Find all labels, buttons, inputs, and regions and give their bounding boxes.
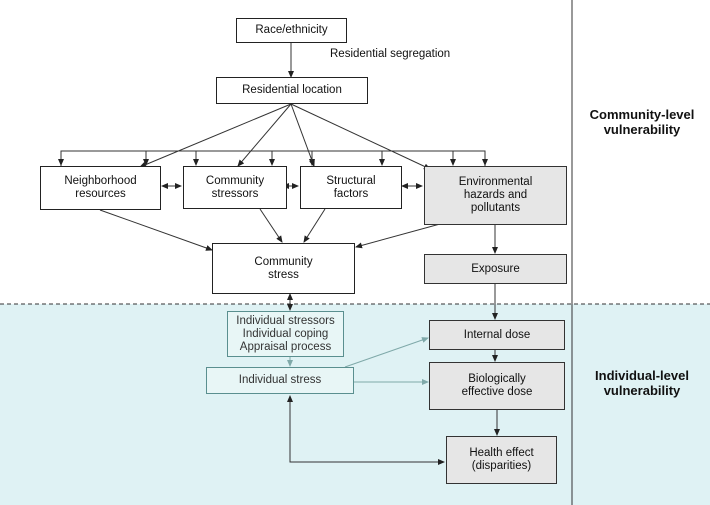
node-neighborhood-line-1: Neighborhood — [64, 175, 137, 187]
node-biologically-effective-dose: Biologically effective dose — [429, 362, 565, 410]
node-race-ethnicity: Race/ethnicity — [236, 18, 347, 43]
node-individual-factors: Individual stressors Individual coping A… — [227, 311, 344, 357]
edge-label-residential-segregation: Residential segregation — [330, 48, 451, 60]
node-community-stress: Community stress — [212, 243, 355, 294]
node-env-line-2: hazards and — [463, 189, 528, 201]
node-neighborhood-resources: Neighborhood resources — [40, 166, 161, 210]
arrow-istress-to-internal — [344, 337, 429, 368]
node-community-stressors: Community stressors — [183, 166, 287, 209]
node-individual-factors-line-1: Individual stressors — [236, 314, 335, 327]
individual-level-line-2: vulnerability — [603, 383, 681, 398]
node-community-stressors-line-2: stressors — [211, 187, 259, 200]
node-community-stress-line-1: Community — [254, 255, 313, 268]
node-health-effect-line-1: Health effect — [469, 447, 534, 459]
node-internal-dose: Internal dose — [429, 320, 565, 350]
node-race-ethnicity-label: Race/ethnicity — [255, 24, 328, 36]
node-neighborhood-line-2: resources — [75, 188, 126, 200]
node-residential-location-label: Residential location — [242, 84, 342, 96]
node-structural-line-1: Structural — [326, 174, 376, 187]
node-bio-dose-line-1: Biologically — [468, 373, 526, 385]
node-structural-factors: Structural factors — [300, 166, 402, 209]
node-env-line-3: pollutants — [470, 202, 521, 214]
individual-level-line-1: Individual-level — [595, 368, 689, 383]
arrow-location-to-neighborhood — [139, 103, 292, 168]
bracket-connector — [60, 150, 486, 166]
arrow-neighborhood-to-cstress — [99, 209, 213, 251]
node-individual-factors-line-2: Individual coping — [242, 327, 329, 340]
individual-level-region — [0, 304, 710, 505]
node-internal-dose-label: Internal dose — [463, 328, 531, 341]
node-individual-stress: Individual stress — [206, 367, 354, 394]
node-bio-dose-line-2: effective dose — [461, 386, 533, 398]
individual-level-vulnerability-label: Individual-level vulnerability — [578, 368, 706, 398]
arrow-env-to-cstress — [355, 223, 441, 249]
arrow-location-to-structural — [290, 103, 315, 167]
node-exposure-label: Exposure — [471, 262, 520, 275]
arrow-stressors-to-cstress — [259, 208, 283, 243]
node-residential-location: Residential location — [216, 77, 368, 104]
node-health-effect-line-2: (disparities) — [471, 460, 532, 472]
node-individual-factors-line-3: Appraisal process — [239, 340, 332, 353]
node-exposure: Exposure — [424, 254, 567, 284]
node-structural-line-2: factors — [333, 187, 369, 200]
node-environmental-hazards: Environmental hazards and pollutants — [424, 166, 567, 225]
arrow-location-to-stressors — [237, 103, 292, 167]
node-individual-stress-label: Individual stress — [238, 374, 322, 386]
arrow-location-to-env — [290, 103, 431, 170]
node-env-line-1: Environmental — [458, 176, 533, 188]
community-level-line-1: Community-level — [589, 107, 695, 122]
arrow-structural-to-cstress — [303, 208, 326, 243]
community-level-vulnerability-label: Community-level vulnerability — [578, 107, 706, 137]
node-community-stressors-line-1: Community — [205, 174, 265, 187]
community-level-line-2: vulnerability — [603, 122, 681, 137]
node-community-stress-line-2: stress — [268, 268, 299, 281]
node-health-effect: Health effect (disparities) — [446, 436, 557, 484]
arrow-health-to-individual-stress — [287, 395, 445, 465]
